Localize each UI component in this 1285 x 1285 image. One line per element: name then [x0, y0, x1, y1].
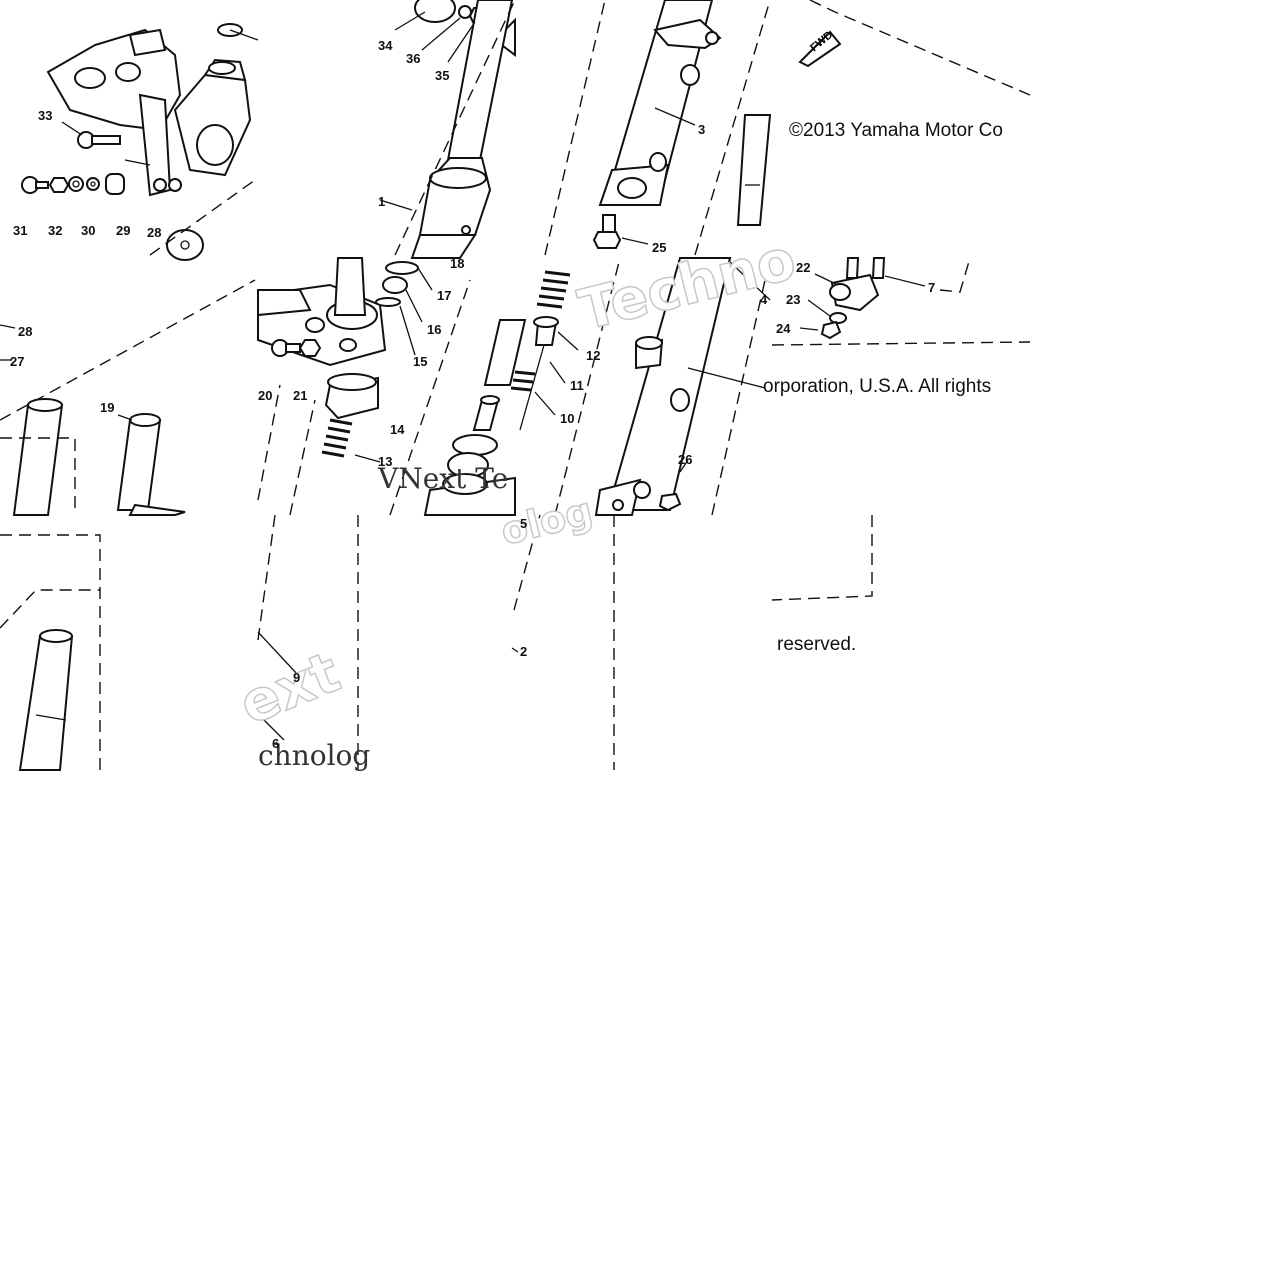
callout: 4	[760, 292, 768, 307]
callout: 36	[406, 51, 420, 66]
callout: 3	[698, 122, 705, 137]
callout: 11	[570, 378, 584, 393]
fork-inner-parts	[257, 257, 771, 516]
callout: 2	[520, 644, 527, 659]
watermark-ext: ext	[231, 640, 349, 738]
callout: 12	[586, 348, 600, 363]
callout: 32	[48, 223, 62, 238]
callout: 24	[776, 321, 791, 336]
callout: 23	[786, 292, 800, 307]
callout-labels: 1 2 3 4 5 6 7 9 10 11 12 13 14 15 16 17 …	[10, 38, 935, 751]
lower-sections	[0, 514, 873, 771]
outer-fork-leg	[544, 0, 772, 256]
callout: 28	[147, 225, 161, 240]
callout: 22	[796, 260, 810, 275]
fwd-box: FWD	[798, 0, 1031, 96]
callout: 5	[520, 516, 527, 531]
watermark-vnext: VNext Te	[377, 462, 508, 495]
callout: 31	[13, 223, 27, 238]
copyright-line1: ©2013 Yamaha Motor Co	[789, 120, 1003, 141]
callout: 16	[427, 322, 441, 337]
callout: 14	[390, 422, 405, 437]
callout: 34	[378, 38, 393, 53]
copyright-line2: orporation, U.S.A. All rights	[763, 376, 991, 397]
callout: 13	[378, 454, 392, 469]
callout: 7	[928, 280, 935, 295]
callout: 21	[293, 388, 307, 403]
axle-holder	[771, 257, 1031, 346]
callout: 20	[258, 388, 272, 403]
watermark-chnolog: chnolog	[258, 739, 370, 772]
fork-tube-upper	[379, 0, 516, 259]
callout: 6	[272, 736, 279, 751]
callout: 19	[100, 400, 114, 415]
left-frame	[0, 179, 256, 516]
callout: 17	[437, 288, 451, 303]
callout: 27	[10, 354, 24, 369]
callout: 9	[293, 670, 300, 685]
callout: 26	[678, 452, 692, 467]
callout: 15	[413, 354, 427, 369]
callout: 18	[450, 256, 464, 271]
callout: 30	[81, 223, 95, 238]
bracket-assembly	[21, 23, 259, 261]
copyright-line3: reserved.	[777, 634, 856, 655]
callout: 25	[652, 240, 666, 255]
callout: 33	[38, 108, 52, 123]
callout: 1	[378, 194, 385, 209]
callout: 35	[435, 68, 449, 83]
callout: 29	[116, 223, 130, 238]
callout: 10	[560, 411, 574, 426]
callout: 28	[18, 324, 32, 339]
